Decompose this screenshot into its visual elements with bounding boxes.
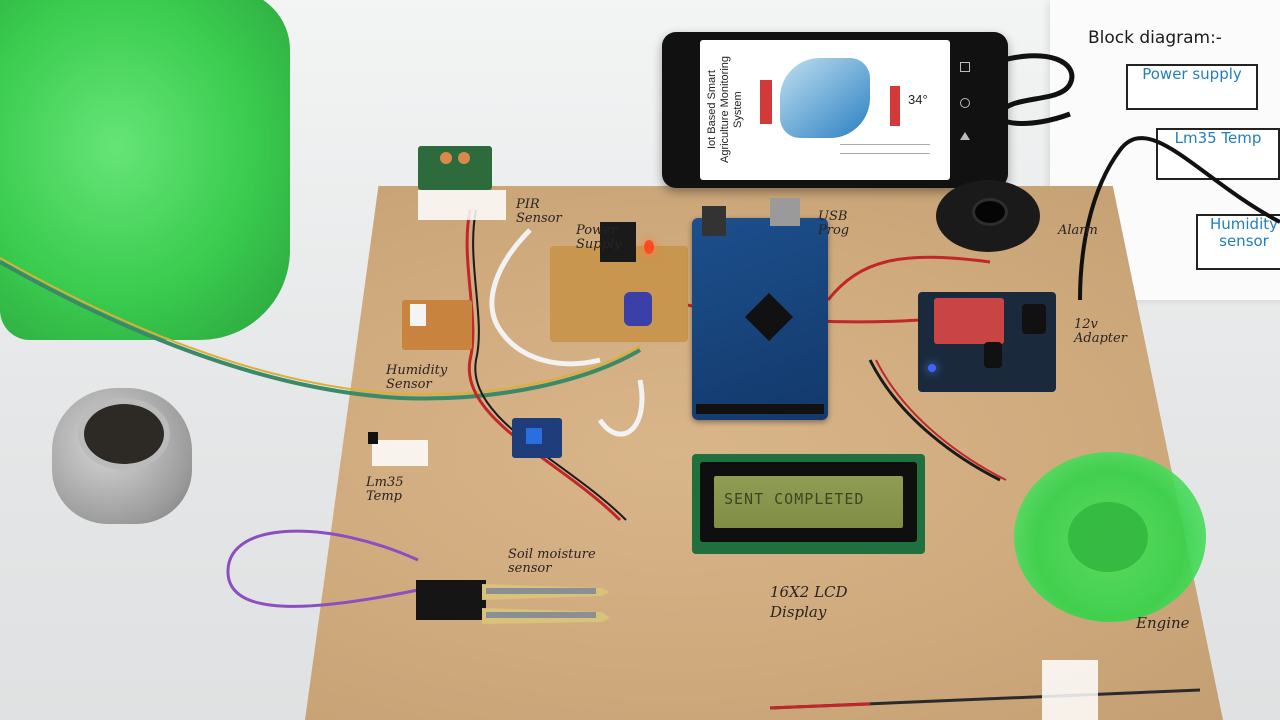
- label-soil-moisture-sensor: Soil moisture sensor: [508, 547, 596, 576]
- relay-module: [512, 418, 562, 458]
- capacitor: [624, 292, 652, 326]
- heatsink: [600, 222, 636, 262]
- block-humidity-sensor-label: Humidity sensor: [1209, 215, 1278, 250]
- relay-pot: [526, 428, 542, 444]
- label-alarm: Alarm: [1058, 223, 1098, 238]
- block-power-supply-label: Power supply: [1142, 65, 1242, 83]
- pir-sensor: [418, 146, 492, 190]
- temperature-readout: 34°: [908, 92, 928, 107]
- gsm-led: [928, 364, 936, 372]
- microcontroller: [744, 292, 794, 342]
- back-nav-icon[interactable]: [960, 132, 970, 140]
- buzzer-hole: [972, 198, 1008, 226]
- app-title: Iot Based Smart Agriculture Monitoring S…: [706, 56, 744, 164]
- soil-moisture-probe: [416, 580, 610, 624]
- power-led: [644, 240, 654, 254]
- square-nav-icon[interactable]: [960, 62, 970, 72]
- lcd-text: SENT COMPLETED: [724, 490, 865, 508]
- label-usb-prog: USB Prog: [818, 209, 850, 238]
- label-power-supply: Power Supply: [576, 223, 622, 252]
- gsm-chip: [934, 298, 1004, 344]
- block-lm35-temp-label: Lm35 Temp: [1174, 129, 1262, 147]
- phone-screen[interactable]: Iot Based Smart Agriculture Monitoring S…: [700, 40, 950, 180]
- phone-cable: [990, 53, 1075, 126]
- usb-port: [770, 198, 800, 226]
- water-pot: [52, 388, 192, 524]
- lm35-tape: [372, 440, 428, 466]
- pir-tape: [418, 190, 506, 220]
- label-engine: Engine: [1136, 614, 1190, 632]
- power-supply-board: [550, 222, 688, 342]
- pot-mouth: [78, 398, 170, 470]
- bottom-tape: [1042, 660, 1098, 720]
- red-badge-right: [890, 86, 900, 126]
- humidity-sensor: [402, 300, 472, 350]
- home-nav-icon[interactable]: [960, 98, 970, 108]
- dc-jack: [702, 206, 726, 236]
- gsm-module: [918, 292, 1056, 392]
- label-adapter: 12v Adapter: [1074, 317, 1127, 346]
- label-humidity-sensor: Humidity Sensor: [386, 363, 448, 392]
- block-power-supply: Power supply: [1126, 64, 1258, 110]
- red-badge-left: [760, 80, 772, 124]
- label-lcd-display: 16X2 LCD Display: [770, 583, 848, 621]
- lcd-bezel: SENT COMPLETED: [700, 462, 917, 542]
- block-lm35-temp: Lm35 Temp: [1156, 128, 1280, 180]
- pir-pot-1: [440, 152, 452, 164]
- header-pins: [696, 404, 824, 414]
- app-gauge: [840, 144, 930, 154]
- arduino-mega: [692, 198, 828, 420]
- block-humidity-sensor: Humidity sensor: [1196, 214, 1280, 270]
- label-pir-sensor: PIR Sensor: [516, 197, 562, 226]
- app-image: [780, 58, 870, 138]
- lm35-sensor: [368, 432, 378, 444]
- pir-pot-2: [458, 152, 470, 164]
- lcd-module: SENT COMPLETED: [692, 454, 925, 554]
- lcd-glass: SENT COMPLETED: [714, 476, 903, 528]
- smartphone: Iot Based Smart Agriculture Monitoring S…: [662, 32, 1008, 188]
- fan-blade: [1014, 452, 1206, 622]
- block-diagram-title: Block diagram:-: [1088, 28, 1222, 48]
- gsm-capacitor-2: [1022, 304, 1046, 334]
- gsm-capacitor-1: [984, 342, 1002, 368]
- humidity-sensor-element: [410, 304, 426, 326]
- buzzer: [936, 180, 1040, 252]
- fan-hub: [1068, 502, 1148, 572]
- label-lm35-temp: Lm35 Temp: [366, 475, 404, 504]
